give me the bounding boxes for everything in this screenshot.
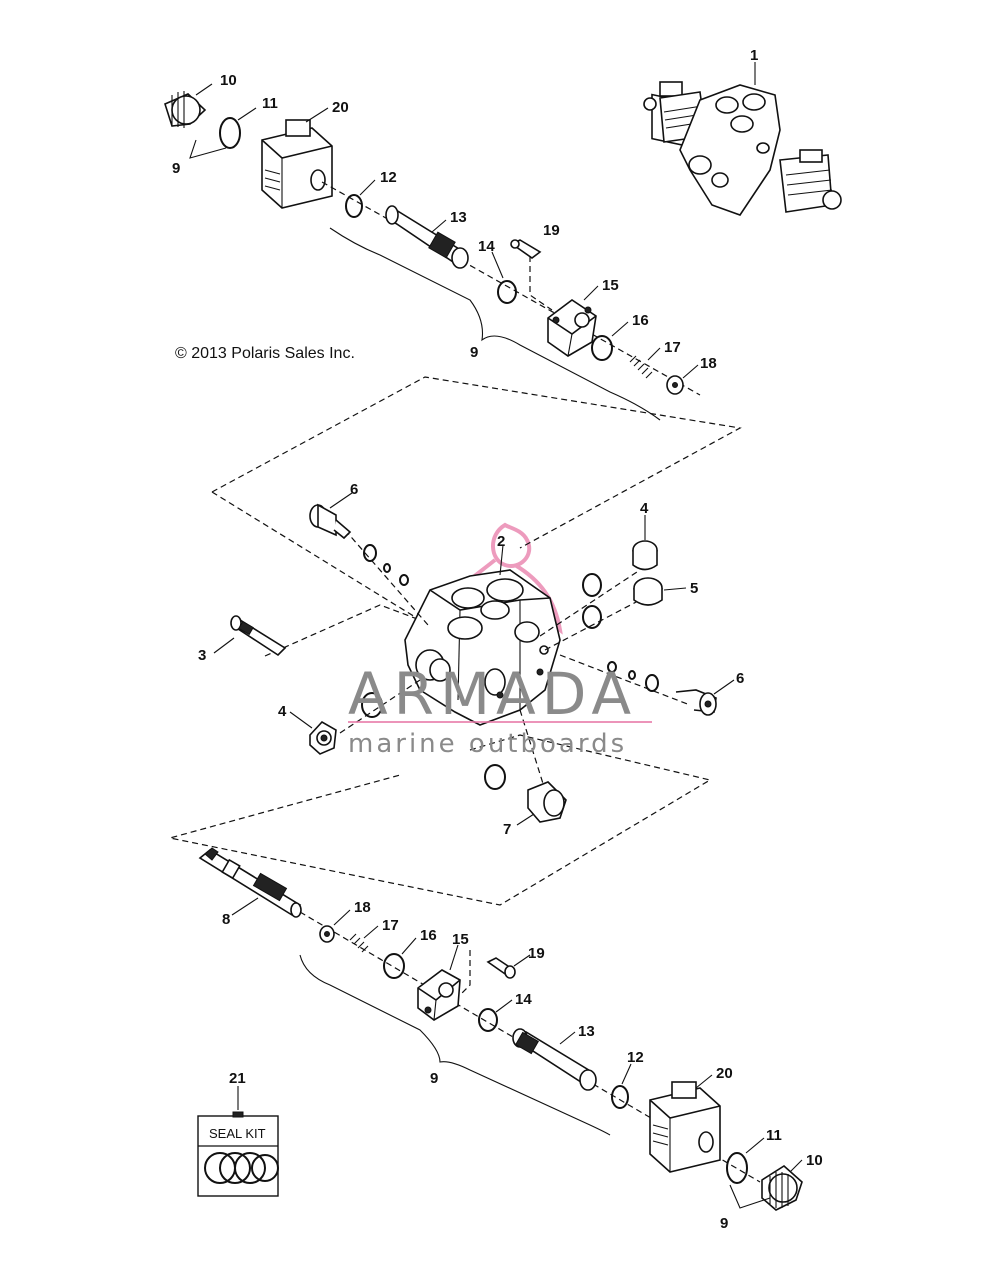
watermark-tagline: marine outboards [348,729,627,759]
callout-21: 21 [229,1070,246,1087]
solenoid-tube-bottom [512,1028,597,1091]
plug-4-upper [632,540,658,571]
copyright-text: © 2013 Polaris Sales Inc. [175,345,355,362]
callout-11-top: 11 [262,95,278,112]
spring-17-bottom [349,933,369,953]
callout-15-bottom: 15 [452,931,469,948]
spring-17-top [629,355,653,379]
o-ring-16-top [591,335,613,361]
callout-18-bottom: 18 [354,899,371,916]
plug-7 [527,781,567,823]
callout-3: 3 [198,647,206,664]
callout-11-bottom: 11 [766,1127,782,1144]
seal-kit-label: SEAL KIT [209,1126,266,1141]
callout-12-top: 12 [380,169,397,186]
callout-17-top: 17 [664,339,681,356]
callout-12-bottom: 12 [627,1049,644,1066]
seal-kit-box [197,1111,279,1197]
end-cap-15-bottom [417,969,461,1021]
solenoid-tube-top [385,205,469,269]
callout-9-bottom-right: 9 [720,1215,728,1232]
callout-20-bottom: 20 [716,1065,733,1082]
callout-9-top-left: 9 [172,160,180,177]
callout-4-lower: 4 [278,703,287,720]
washer-bottom [726,1152,748,1184]
callout-14-top: 14 [478,238,495,255]
check-valve-3 [230,615,287,657]
callout-10-top: 10 [220,72,237,89]
callout-13-top: 13 [450,209,467,226]
relief-cartridge-6-lower [675,689,717,716]
callout-10-bottom: 10 [806,1152,823,1169]
screw-19-bottom [486,957,516,979]
o-ring-16-bottom [383,953,405,979]
callout-19-top: 19 [543,222,560,239]
callout-4-upper: 4 [640,500,649,517]
brace-9-bottom [299,954,611,1136]
assembly-axis-top [321,181,701,396]
frame-lower [169,734,712,906]
callout-6-lower: 6 [736,670,744,687]
o-ring-14-top [497,280,517,304]
callout-19-bottom: 19 [528,945,545,962]
callout-9-bottom: 9 [430,1070,438,1087]
callout-16-top: 16 [632,312,649,329]
solenoid-coil-top [261,119,333,209]
callout-1: 1 [750,47,758,64]
screw-19-top [510,239,542,259]
callout-9-top: 9 [470,344,478,361]
callout-6-upper: 6 [350,481,358,498]
solenoid-coil-bottom [649,1081,721,1173]
relief-cartridge-6-upper [309,503,352,540]
callout-8: 8 [222,911,230,928]
assembled-valve-illustration [643,81,842,216]
plug-5 [633,577,663,606]
frame-upper [211,376,742,549]
callout-16-bottom: 16 [420,927,437,944]
spool-8 [198,847,302,918]
callout-20-top: 20 [332,99,349,116]
callout-2: 2 [497,533,505,550]
solenoid-nut-top [164,91,207,128]
valve-body [404,569,561,726]
brace-9-top [329,227,661,421]
plug-4-lower [309,720,337,755]
callout-5: 5 [690,580,698,597]
callout-15-top: 15 [602,277,619,294]
callout-18-top: 18 [700,355,717,372]
watermark-brand: ARMADA [348,660,637,728]
end-cap-15-top [547,299,597,357]
o-ring-12-top [345,194,363,218]
callout-17-bottom: 17 [382,917,399,934]
solenoid-nut-bottom [761,1165,803,1211]
callout-13-bottom: 13 [578,1023,595,1040]
callout-7: 7 [503,821,511,838]
washer-top [219,117,241,149]
o-ring-12-bottom [611,1085,629,1109]
o-ring-14-bottom [478,1008,498,1032]
callout-14-bottom: 14 [515,991,532,1008]
